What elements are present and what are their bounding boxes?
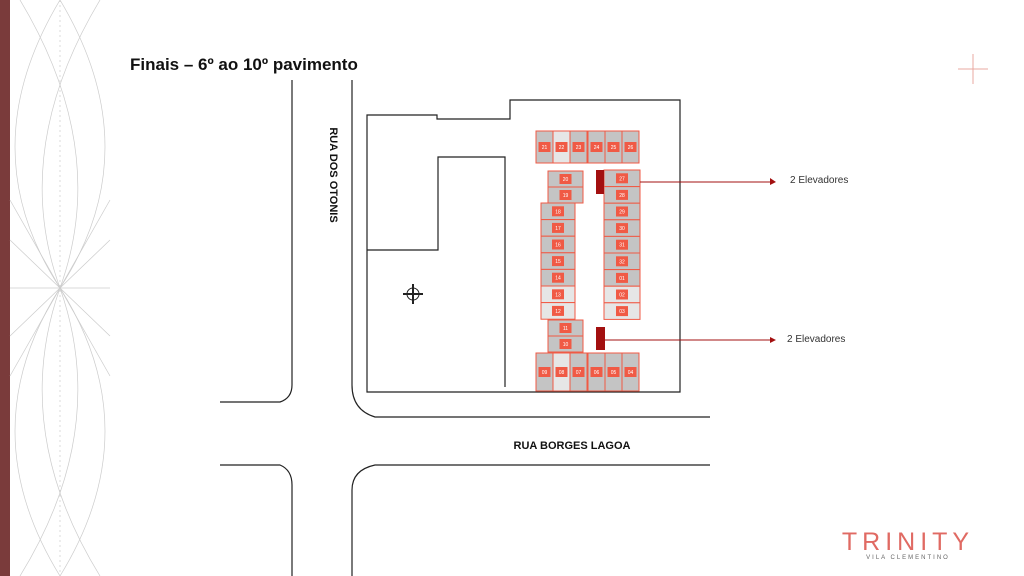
unit-number: 10 [563, 342, 569, 348]
elevator-label: 2 Elevadores [790, 175, 849, 186]
unit-badge [590, 142, 603, 152]
elevator-label: 2 Elevadores [787, 334, 846, 345]
unit-number: 32 [619, 259, 625, 265]
unit-badge [555, 142, 568, 152]
unit-badge [616, 206, 628, 217]
unit-number: 11 [563, 326, 568, 332]
unit-badge [607, 367, 620, 377]
unit-number: 22 [559, 145, 565, 151]
unit-badge [616, 256, 628, 267]
unit-number: 03 [619, 309, 625, 315]
unit-badge [552, 222, 564, 233]
unit-badge [607, 142, 620, 152]
unit-number: 27 [619, 176, 625, 182]
unit-number: 14 [555, 276, 561, 282]
elevator-block [596, 327, 605, 350]
unit-number: 29 [619, 210, 625, 216]
unit-number: 28 [619, 193, 625, 199]
logo-name: TRINITY [841, 528, 975, 556]
unit-badge [590, 367, 603, 377]
unit-number: 21 [542, 145, 548, 151]
unit-number: 07 [576, 370, 582, 376]
plus-decoration-icon [958, 54, 988, 84]
street-label-borges: RUA BORGES LAGOA [514, 440, 631, 452]
unit-number: 19 [563, 193, 569, 199]
unit-badge [552, 239, 564, 250]
unit-badge [616, 173, 628, 184]
unit-badge [572, 367, 585, 377]
unit-badge [616, 189, 628, 200]
unit-badge [552, 305, 564, 316]
unit-badge [552, 272, 564, 283]
unit-number: 25 [611, 145, 617, 151]
unit-badge [559, 339, 572, 349]
unit-number: 23 [576, 145, 582, 151]
unit-number: 12 [555, 309, 561, 315]
unit-badge [552, 206, 564, 217]
unit-number: 13 [555, 292, 561, 298]
unit-badge [616, 239, 628, 250]
unit-badge [538, 367, 551, 377]
unit-badge [616, 272, 628, 283]
unit-badge [555, 367, 568, 377]
unit-badge [538, 142, 551, 152]
unit-badge [616, 306, 628, 317]
unit-badge [552, 289, 564, 300]
compass-icon [403, 284, 423, 304]
unit-badge [572, 142, 585, 152]
unit-number: 04 [628, 370, 634, 376]
unit-number: 24 [594, 145, 600, 151]
elevator-block [596, 170, 604, 194]
unit-number: 16 [555, 243, 561, 249]
trinity-logo: TRINITY VILA CLEMENTINO [828, 528, 988, 561]
unit-number: 05 [611, 370, 617, 376]
unit-badge [624, 367, 637, 377]
unit-badge [624, 142, 637, 152]
unit-badge [559, 190, 572, 200]
unit-badge [616, 223, 628, 234]
unit-number: 01 [619, 276, 625, 282]
unit-number: 26 [628, 145, 634, 151]
unit-badge [616, 289, 628, 300]
unit-number: 18 [555, 209, 561, 215]
unit-number: 31 [619, 243, 625, 249]
unit-number: 30 [619, 226, 625, 232]
unit-badge [559, 174, 572, 184]
logo-subtitle: VILA CLEMENTINO [866, 555, 950, 561]
decorative-pattern [0, 0, 111, 576]
street-label-otonis: RUA DOS OTONIS [327, 127, 339, 222]
page-title: Finais – 6º ao 10º pavimento [130, 55, 358, 74]
unit-badge [559, 323, 572, 333]
unit-number: 20 [563, 177, 569, 183]
unit-number: 02 [619, 293, 625, 299]
unit-number: 09 [542, 370, 548, 376]
unit-number: 15 [555, 259, 561, 265]
unit-number: 08 [559, 370, 565, 376]
unit-number: 06 [594, 370, 600, 376]
unit-number: 17 [555, 226, 561, 232]
unit-badge [552, 256, 564, 267]
